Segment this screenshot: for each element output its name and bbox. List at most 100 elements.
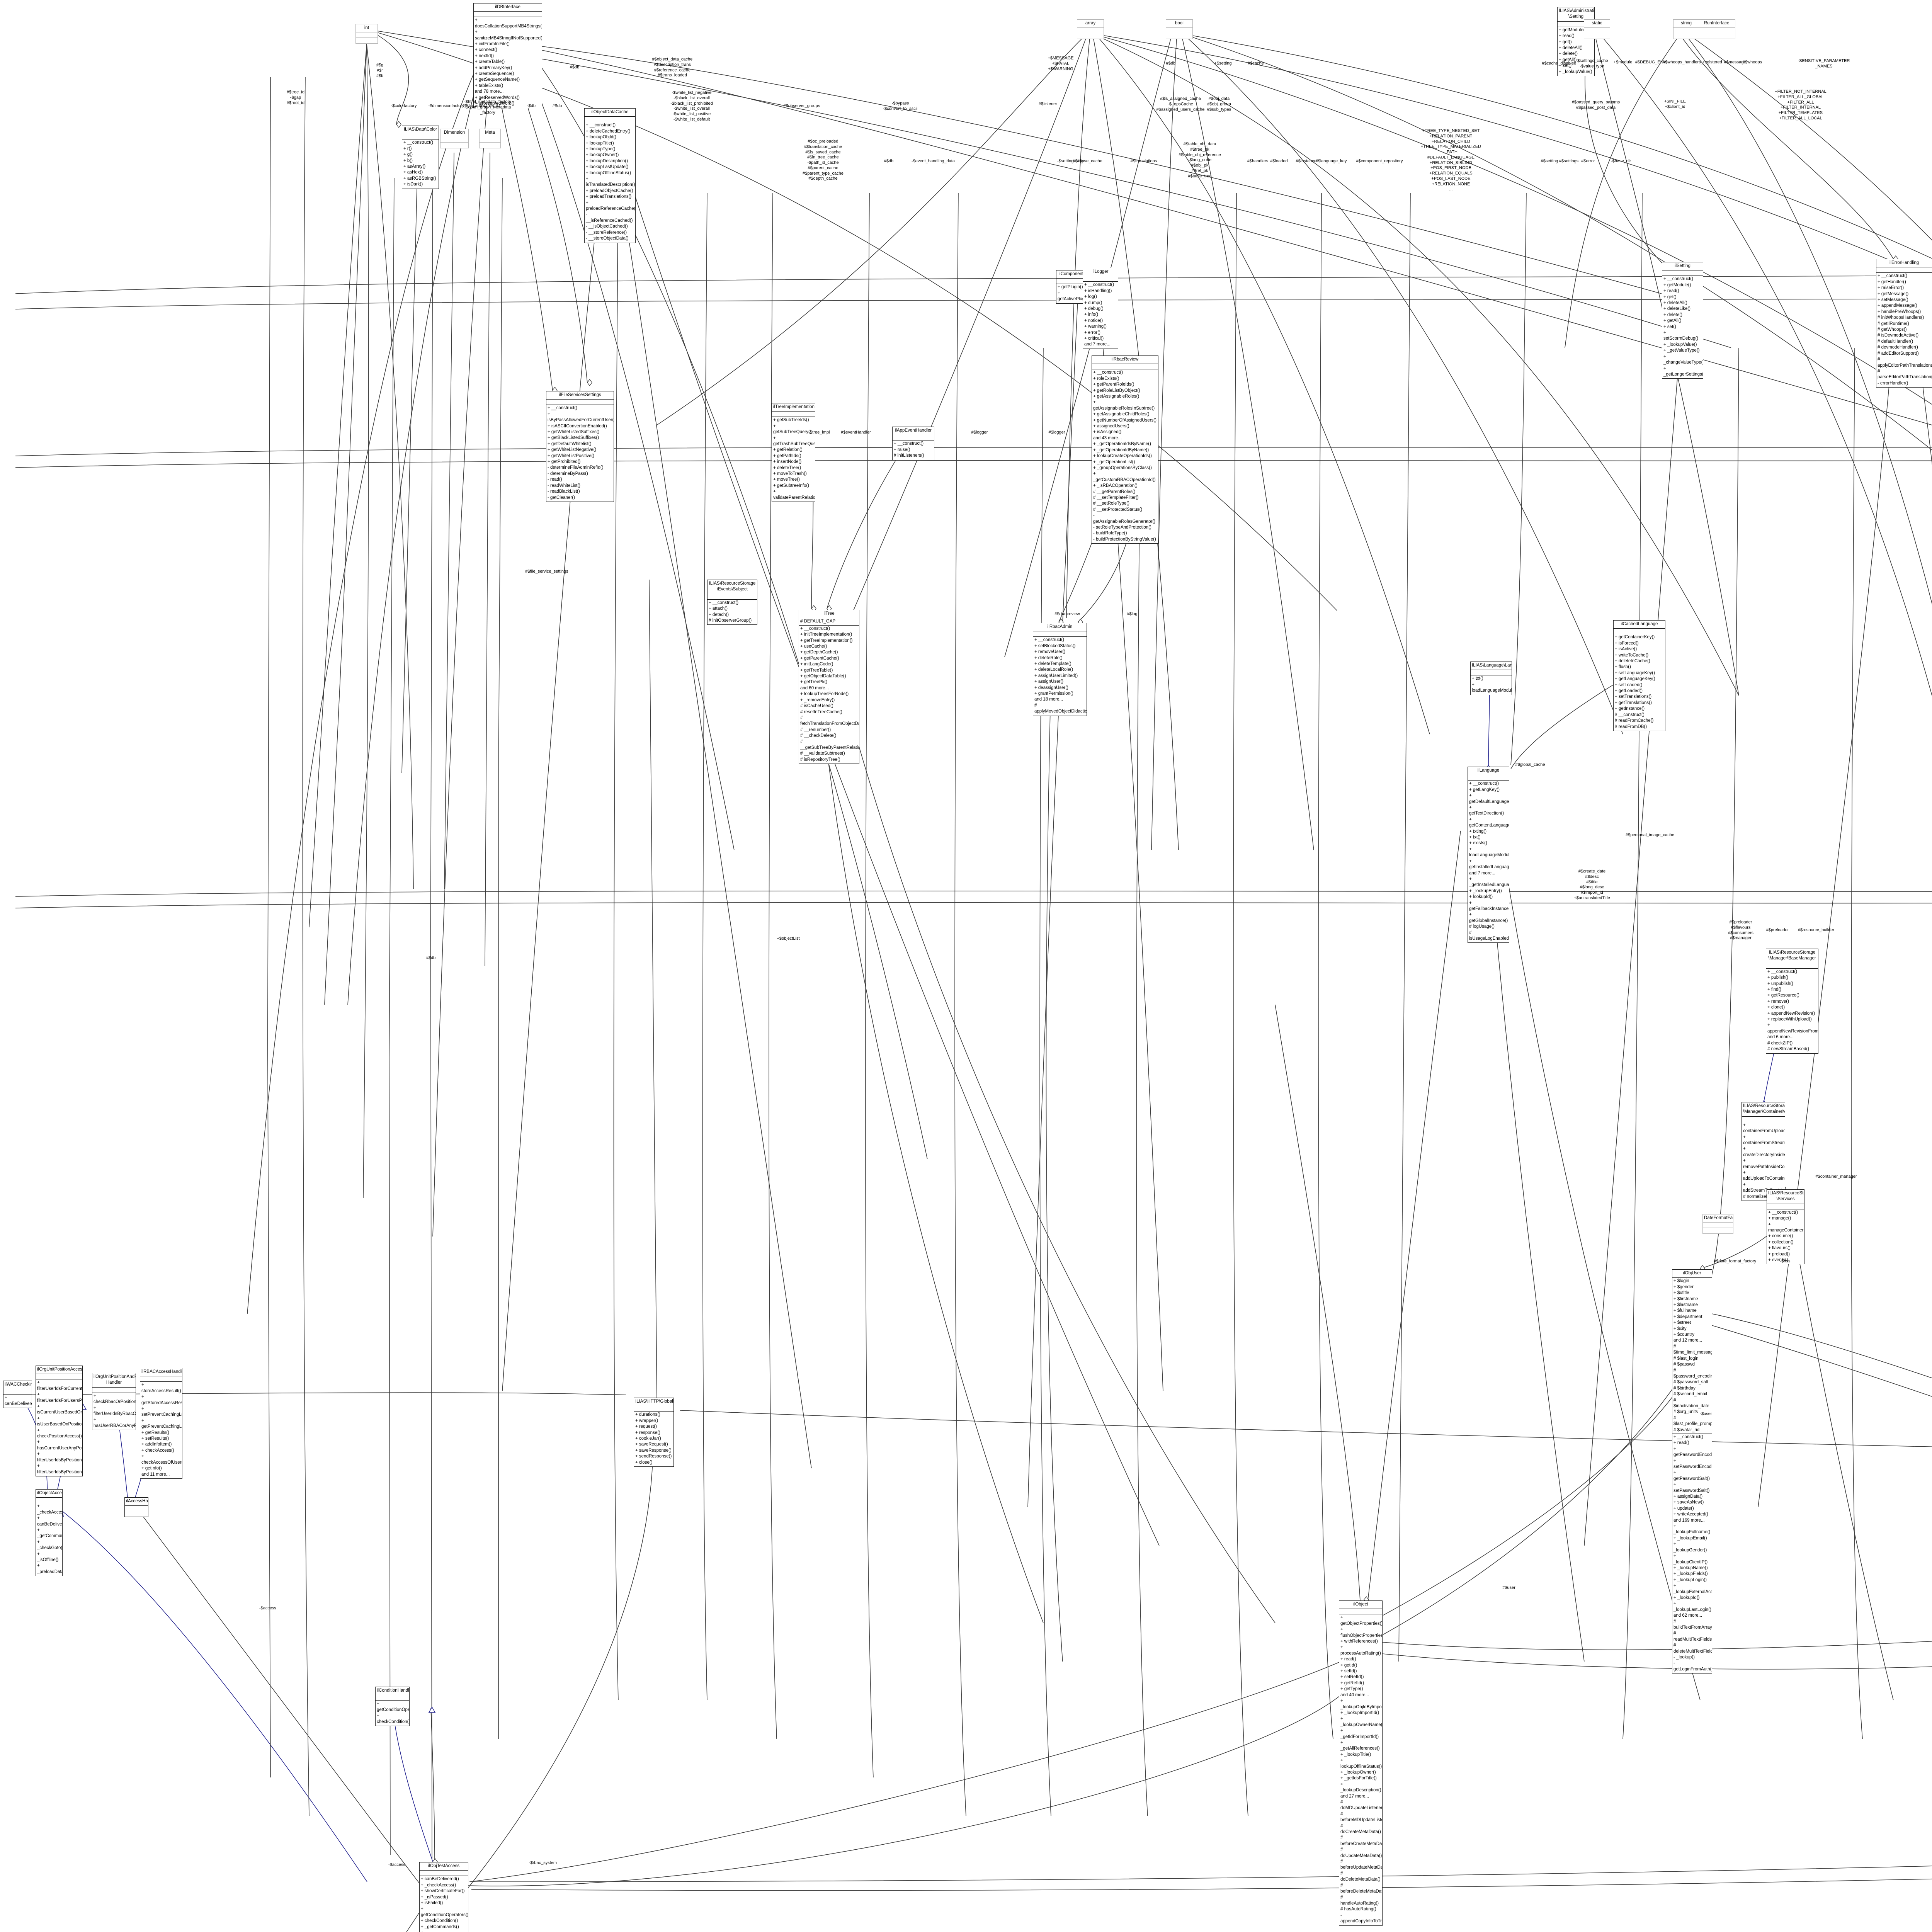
edge-label: #$log (1127, 612, 1138, 617)
edge-label: -$access (388, 1862, 406, 1867)
class-node-title: ilAccessHandler (125, 1498, 148, 1506)
class-node-operations: + __construct() + read() + getPasswordEn… (1673, 1434, 1712, 1672)
class-node-dateformatfactory[interactable]: DateFormatFactory (1702, 1214, 1733, 1234)
class-node-title: ilCachedLanguage (1614, 621, 1665, 629)
edge-label: +$MESSAGE +$FATAL +$WARNING (1048, 56, 1074, 71)
class-node-iltreeimplementation[interactable]: ilTreeImplementation+ getSubTreeIds() + … (772, 403, 815, 502)
class-node-bool[interactable]: bool (1166, 19, 1193, 39)
class-node-title: bool (1166, 20, 1192, 28)
edge-label: #$oc_preloaded #$translation_cache #$is_… (803, 139, 844, 181)
class-node-operations: + __construct() + getHandler() + raiseEr… (1878, 274, 1932, 386)
class-node-ilias_data_color[interactable]: ILIAS\Data\Color+ __construct() + r() + … (402, 126, 439, 189)
edge-label: #$whoops (1742, 60, 1762, 65)
edge-label: -$rbac_system (529, 1861, 557, 1866)
class-node-title: string (1673, 20, 1699, 28)
class-node-ilerrorhandling[interactable]: ilErrorHandling + __construct() + getHand… (1876, 259, 1932, 388)
class-node-operations: + getSubTreeIds() + getSubTreeQuery() + … (773, 418, 815, 500)
class-node-ilorgunitpositionaccesshandler[interactable]: ilOrgUnitPositionAccessHandler+ filterUs… (36, 1366, 83, 1476)
class-node-operations: + durations() + wrapper() + request() + … (635, 1412, 672, 1465)
edge-label: #$is_assigned_cache -$_opsCache #$assign… (1156, 96, 1205, 112)
edge-label: -$dimensionfactory (428, 104, 464, 109)
class-node-attributes (3, 1389, 32, 1395)
class-node-operations: + __construct() + isHandling() + log() +… (1084, 282, 1114, 347)
edge-label: #$logger (1048, 430, 1065, 435)
class-node-attributes (1766, 963, 1818, 969)
class-node-operations: + canBeDelivered() (5, 1395, 32, 1406)
class-node-operations (1673, 33, 1699, 39)
class-node-illogger[interactable]: ilLogger+ __construct() + isHandling() +… (1083, 268, 1118, 349)
class-node-ilaccesshandler[interactable]: ilAccessHandler (124, 1497, 148, 1517)
class-node-title: RunInterface (1698, 20, 1735, 28)
class-node-ilrbacreview[interactable]: ilRbacReview+ __construct() + roleExists… (1092, 355, 1158, 544)
class-node-string[interactable]: string (1673, 19, 1699, 39)
class-node-operations: + __construct() + getLangKey() + getDefa… (1469, 781, 1509, 941)
class-node-dimension[interactable]: Dimension (440, 129, 469, 149)
class-node-ilsetting[interactable]: ilSetting+ __construct() + getModule() +… (1662, 262, 1703, 379)
edge-label: #$db (1166, 61, 1176, 66)
edge-label: #$tree_id -$gap #$root_id (287, 90, 304, 105)
edge-label: #$personal_image_cache (1626, 833, 1674, 838)
class-node-ilias_administration_setting[interactable]: ILIAS\Administration \Setting+ getModule… (1557, 7, 1595, 77)
class-node-array[interactable]: array (1077, 19, 1104, 39)
class-node-title: ILIAS\Language\Language (1471, 662, 1512, 670)
class-node-title: ilErrorHandling (1876, 259, 1932, 268)
edge-label: +$module (1613, 60, 1633, 65)
edge-label: #$user (1502, 1585, 1515, 1590)
class-node-meta[interactable]: Meta (479, 129, 501, 149)
class-node-ilwaccheckingclass[interactable]: ilWACCheckingClass+ canBeDelivered() (3, 1381, 32, 1408)
class-node-ilias_resourcestorage_containermanager[interactable]: ILIAS\ResourceStorage \Manager\Container… (1742, 1102, 1785, 1201)
class-node-ilias_resourcestorage_services[interactable]: ILIAS\ResourceStorage \Services+ __const… (1767, 1189, 1804, 1265)
class-node-ilias_http_globalhttpstate[interactable]: ILIAS\HTTP\GlobalHttpState+ durations() … (634, 1398, 674, 1467)
class-node-operations (1584, 33, 1610, 39)
edge-label: #$whoops_handlers_registered (1663, 60, 1722, 65)
class-node-operations: + getConditionOperators() + checkConditi… (377, 1701, 410, 1724)
class-node-title: ILIAS\Data\Color (402, 126, 439, 134)
class-node-ilrbacaccesshandler[interactable]: ilRBACAccessHandler+ storeAccessResult()… (140, 1368, 182, 1479)
edge-label: #$db (884, 159, 894, 164)
class-node-title: ilRbacReview (1092, 356, 1158, 364)
class-node-ilobjuser[interactable]: ilObjUser+ $login + $gender + $utitle + … (1672, 1269, 1712, 1674)
class-node-title: ilObjTestAccess (420, 1862, 468, 1871)
class-node-attributes (402, 134, 439, 140)
class-node-runinterface[interactable]: RunInterface (1698, 19, 1735, 39)
class-node-ilobjtestaccess[interactable]: ilObjTestAccess + canBeDelivered() + _che… (419, 1862, 468, 1932)
edge-label: #$db (426, 956, 436, 961)
class-node-title: int (356, 24, 378, 33)
class-node-operations: + txt() + loadLanguageModule() (1472, 676, 1512, 693)
class-node-illanguage[interactable]: ilLanguage+ __construct() + getLangKey()… (1468, 767, 1509, 943)
class-node-attributes (140, 1376, 182, 1382)
class-node-title: ilRbacAdmin (1033, 623, 1087, 632)
class-node-ilfileservicessettings[interactable]: ilFileServicesSettings+ __construct() + … (546, 391, 614, 502)
class-node-ilconditionhandling[interactable]: ilConditionHandling+ getConditionOperato… (375, 1687, 410, 1726)
edge-label: +TREE_TYPE_NESTED_SET +RELATION_PARENT +… (1421, 128, 1481, 192)
edge-label: #$file_service_settings (525, 569, 568, 574)
class-node-ilrbacadmin[interactable]: ilRbacAdmin+ __construct() + setBlockedS… (1033, 623, 1087, 716)
class-node-ilobject[interactable]: ilObject+ getObjectProperties() + flushO… (1339, 1600, 1383, 1926)
class-node-title: static (1584, 20, 1610, 28)
edge-label: #$component_repository (1356, 159, 1403, 164)
class-node-operations: + getModule() + read() + get() + deleteA… (1559, 27, 1592, 74)
class-node-ildbinterface[interactable]: ilDBInterface+ doesCollationSupportMB4St… (473, 3, 542, 108)
class-node-ilobjectaccess[interactable]: ilObjectAccess+ _checkAccess() + canBeDe… (36, 1489, 63, 1577)
class-node-operations: + __construct() + getModule() + read() +… (1663, 277, 1703, 377)
edge-label: #$logger (971, 430, 988, 435)
class-node-int[interactable]: int (355, 24, 378, 44)
class-node-ilias_language_language[interactable]: ILIAS\Language\Language + txt() + loadLan… (1470, 662, 1512, 695)
class-node-operations: + canBeDelivered() + _checkAccess() + sh… (421, 1877, 468, 1932)
edge-label: #$error (1581, 159, 1595, 164)
class-node-iltree[interactable]: ilTree# DEFAULT_GAP+ __construct() + ini… (799, 610, 859, 764)
class-node-attributes (125, 1506, 148, 1512)
edge-label: #$passed_query_params #$passed_post_data (1571, 100, 1620, 110)
class-node-ilias_resourcestorage_events_subject[interactable]: ILIAS\ResourceStorage \Events\Subject+ _… (707, 580, 757, 625)
edge-label: #$settings (1559, 159, 1579, 164)
class-node-ilappeventhandler[interactable]: ilAppEventHandler+ __construct() + raise… (892, 427, 934, 460)
class-node-ilorgunitpositionandrbacaccesshandler[interactable]: ilOrgUnitPositionAndRBACAccess Handler+ … (92, 1373, 136, 1430)
class-node-ilcachedlanguage[interactable]: ilCachedLanguage+ getContainerKey() + is… (1613, 620, 1665, 731)
class-node-static[interactable]: static (1584, 19, 1610, 39)
class-node-attributes (1876, 267, 1932, 273)
class-node-ilias_resourcestorage_basemanager[interactable]: ILIAS\ResourceStorage \Manager\BaseManag… (1766, 949, 1818, 1054)
class-node-ilobjectdatacache[interactable]: ilObjectDataCache+ __construct() + delet… (584, 108, 636, 243)
class-node-attributes (1092, 364, 1158, 370)
edge-label: #$global_cache (1515, 762, 1545, 767)
